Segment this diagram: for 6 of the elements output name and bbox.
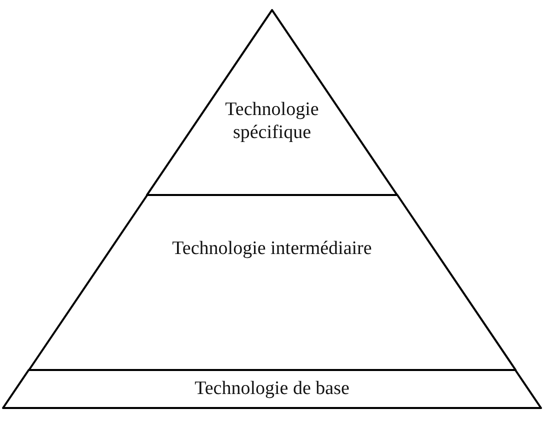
- pyramid-tier: [28, 195, 516, 370]
- tier-label: Technologie de base: [194, 377, 350, 400]
- pyramid-apex-tier: [146, 10, 398, 195]
- tier-label: Technologie spécifique: [224, 98, 320, 144]
- tier-label: Technologie intermédiaire: [171, 237, 373, 260]
- pyramid-tier: [3, 370, 541, 408]
